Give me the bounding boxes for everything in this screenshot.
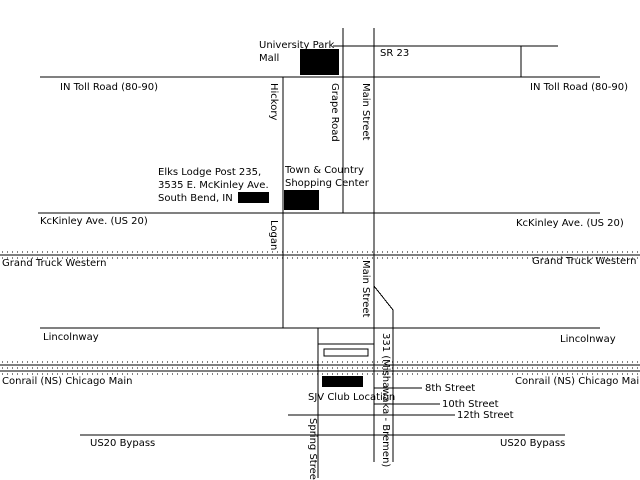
us20-bypass-label-right: US20 Bypass [500,438,565,449]
sjv-club-label: SJV Club Location [308,392,395,403]
railroad-tracks [0,251,640,375]
hickory-label: Hickory [268,83,279,120]
mckinley-label-right: KcKinley Ave. (US 20) [516,218,624,229]
grand-trunk-label-left: Grand Truck Western [2,258,106,269]
conrail-label-left: Conrail (NS) Chicago Main [2,376,132,387]
map-labels: SR 23 University Park Mall IN Toll Road … [2,40,640,480]
mall-label-line1: University Park [259,40,334,51]
main-street-north-label: Main Street [360,83,371,141]
lincolnway-label-right: Lincolnway [560,334,616,345]
grape-road-label: Grape Road [329,83,340,142]
town-country-label-line1: Town & Country [284,165,364,176]
rail-station-marker [323,348,369,357]
twelfth-street-label: 12th Street [457,410,514,421]
grand-trunk-label-right: Grand Truck Western [532,256,636,267]
elks-label-line1: Elks Lodge Post 235, [158,167,261,178]
us20-bypass-label-left: US20 Bypass [90,438,155,449]
toll-road-label-right: IN Toll Road (80-90) [530,82,628,93]
town-country-label-line2: Shopping Center [285,178,370,189]
university-park-mall-marker [300,49,339,75]
elks-lodge-marker [238,192,269,203]
conrail-label-right: Conrail (NS) Chicago Main [515,376,640,387]
town-country-marker [284,190,319,210]
lincolnway-label-left: Lincolnway [43,332,99,343]
mall-label-line2: Mall [259,53,279,64]
tenth-street-label: 10th Street [442,399,499,410]
spring-street-label: Spring Street [307,418,318,480]
landmark-markers [238,49,369,387]
eighth-street-label: 8th Street [425,383,475,394]
logan-label: Logan [268,220,279,250]
toll-road-label-left: IN Toll Road (80-90) [60,82,158,93]
elks-label-line2: 3535 E. McKinley Ave. [158,180,269,191]
sr23-label: SR 23 [380,48,409,59]
route-331-road [373,285,394,462]
mckinley-label-left: KcKinley Ave. (US 20) [40,216,148,227]
sjv-club-marker [322,376,363,387]
elks-label-line3: South Bend, IN [158,193,233,204]
route-331-label: 331 (Mishawaka - Bremen) [380,333,391,467]
main-street-south-label: Main Street [360,260,371,318]
road-lines [38,28,600,478]
